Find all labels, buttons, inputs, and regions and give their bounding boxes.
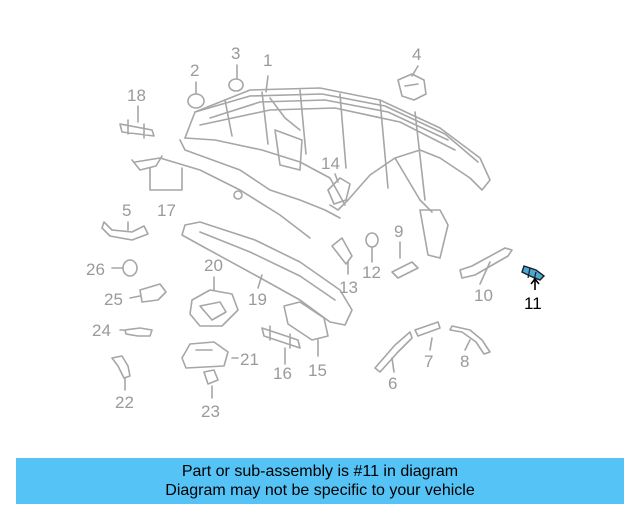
part-16-bracket — [261, 325, 301, 349]
label-21: 21 — [240, 350, 259, 369]
info-banner: Part or sub-assembly is #11 in diagram D… — [16, 458, 624, 504]
part-3-cap — [228, 78, 244, 92]
part-25-lever — [139, 283, 167, 303]
label-13: 13 — [339, 278, 358, 297]
part-20-seal — [189, 289, 239, 327]
part-26-bushing — [122, 259, 138, 277]
label-14: 14 — [321, 154, 340, 173]
label-4: 4 — [412, 45, 421, 64]
label-5: 5 — [122, 201, 131, 220]
part-labels: 1 2 3 4 5 6 7 8 9 10 11 12 13 14 15 16 1… — [86, 44, 542, 421]
label-26: 26 — [86, 260, 105, 279]
label-25: 25 — [104, 290, 123, 309]
part-5-clip — [101, 221, 149, 241]
part-9-pin — [391, 261, 419, 279]
label-2: 2 — [190, 61, 199, 80]
part-6-strip — [374, 331, 413, 373]
label-9: 9 — [394, 222, 403, 241]
label-10: 10 — [474, 286, 493, 305]
label-1: 1 — [263, 51, 272, 70]
label-24: 24 — [92, 321, 111, 340]
part-17-cable — [134, 157, 311, 239]
label-8: 8 — [460, 352, 469, 371]
part-19-rail — [181, 221, 353, 326]
part-24-bolt — [124, 327, 153, 337]
part-10-strut — [459, 247, 513, 279]
label-12: 12 — [362, 263, 381, 282]
part-12-grommet — [365, 232, 379, 248]
label-17: 17 — [157, 201, 176, 220]
banner-line-part-number: Part or sub-assembly is #11 in diagram — [181, 463, 459, 480]
part-2-cap — [187, 93, 205, 109]
banner-line-disclaimer: Diagram may not be specific to your vehi… — [165, 482, 475, 499]
part-18-hinge — [119, 119, 155, 139]
part-8-strip — [449, 325, 491, 355]
label-20: 20 — [204, 256, 223, 275]
part-23-nut — [203, 369, 219, 385]
label-19: 19 — [248, 290, 267, 309]
label-6: 6 — [388, 374, 397, 393]
label-23: 23 — [201, 402, 220, 421]
label-7: 7 — [424, 352, 433, 371]
label-3: 3 — [231, 44, 240, 63]
part-15-latch — [283, 301, 329, 341]
parts-diagram: 1 2 3 4 5 6 7 8 9 10 11 12 13 14 15 16 1… — [86, 44, 546, 421]
label-11: 11 — [524, 294, 542, 313]
top-frame-assembly — [179, 87, 491, 259]
part-21-mount — [181, 341, 229, 369]
part-13-bumper — [331, 237, 353, 265]
label-22: 22 — [115, 393, 134, 412]
part-11-highlighted — [521, 265, 546, 290]
label-16: 16 — [273, 364, 292, 383]
part-7-strip — [414, 321, 441, 337]
label-15: 15 — [308, 361, 327, 380]
label-18: 18 — [127, 86, 146, 105]
part-4-bracket — [397, 73, 427, 101]
part-22-screw — [111, 355, 131, 379]
